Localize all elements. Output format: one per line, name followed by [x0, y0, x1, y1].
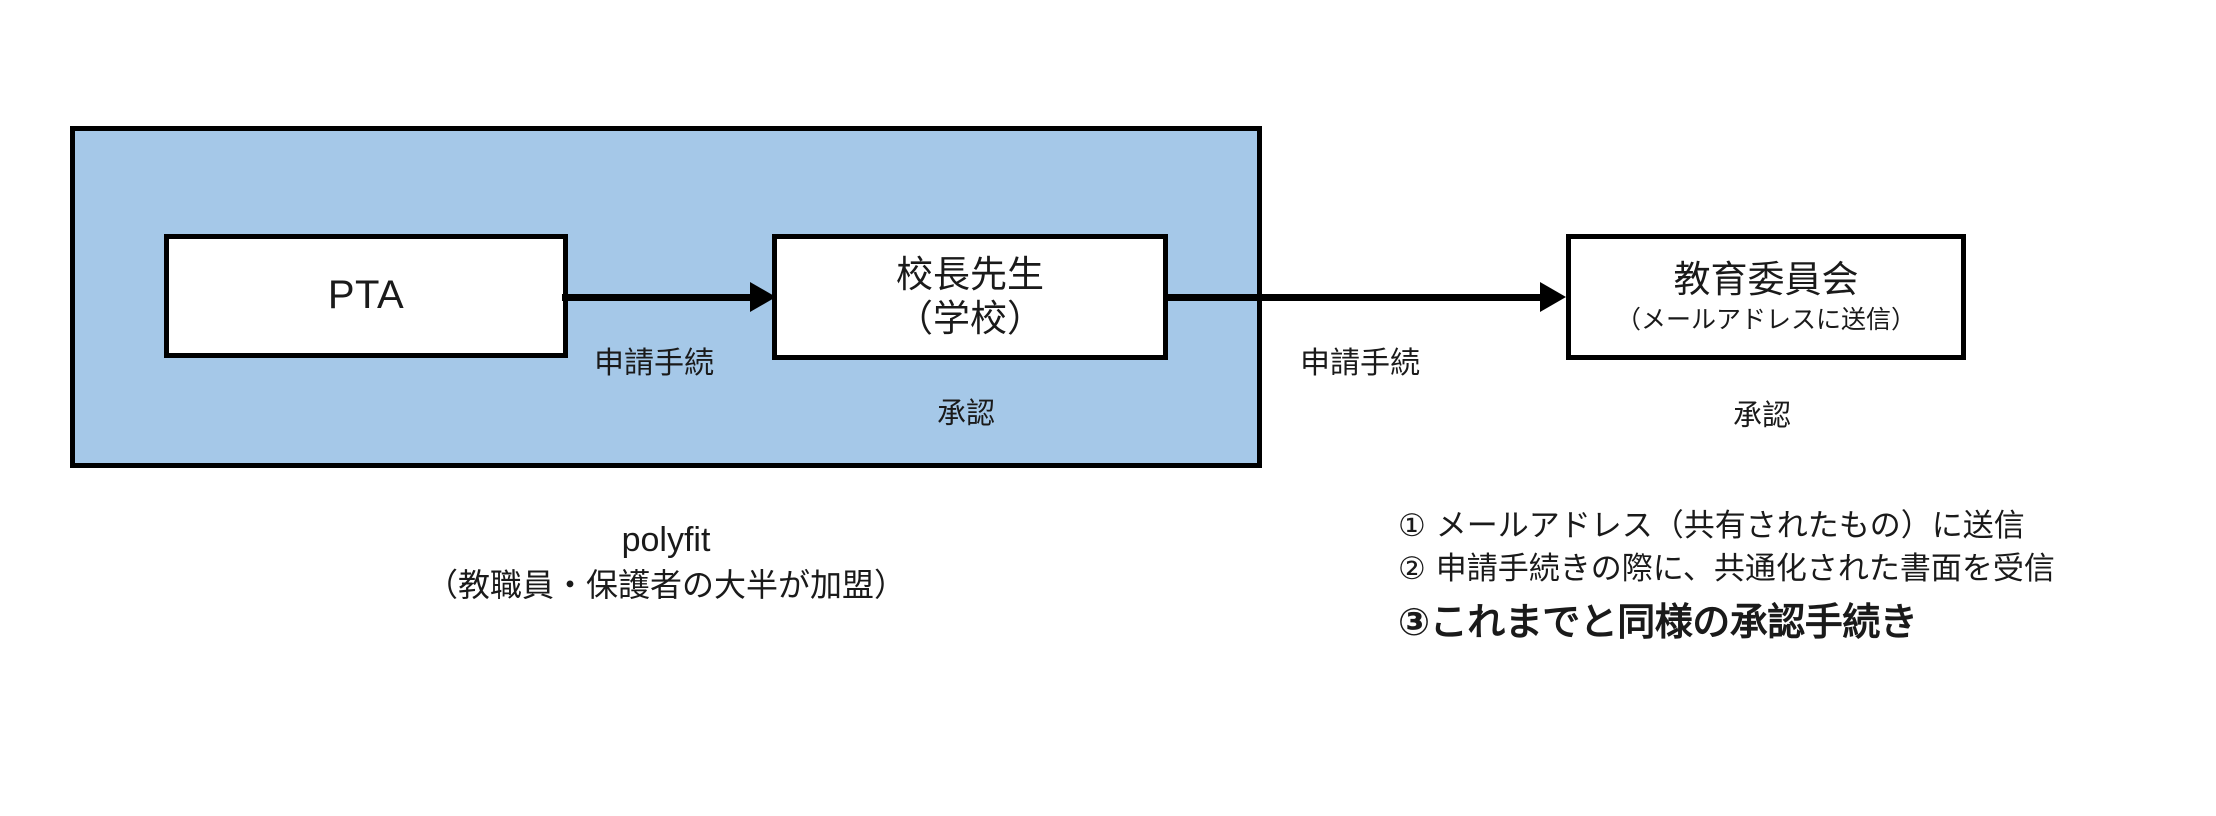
note-item-2: ② 申請手続きの際に、共通化された書面を受信 [1398, 548, 2198, 591]
group-caption-name: polyfit [621, 521, 711, 559]
note-item-3-marker: ③ [1398, 601, 1430, 644]
edge-label-pta-to-principal: 申請手続 [594, 347, 714, 380]
node-principal-title: 校長先生 [896, 253, 1044, 295]
approval-label-principal: 承認 [937, 398, 996, 430]
notes-list: ① メールアドレス（共有されたもの）に送信 ② 申請手続きの際に、共通化された書… [1398, 505, 2198, 648]
node-principal[interactable]: 校長先生 （学校） [772, 234, 1168, 360]
node-principal-subtitle: （学校） [896, 298, 1044, 339]
note-item-3-text: これまでと同様の承認手続き [1429, 601, 1918, 644]
arrow-principal-to-edu-head-icon [1540, 282, 1566, 312]
note-item-1-marker: ① [1398, 508, 1426, 543]
node-pta-title: PTA [327, 273, 405, 318]
note-item-2-marker: ② [1398, 550, 1426, 586]
node-pta[interactable]: PTA [164, 234, 568, 358]
note-item-1: ① メールアドレス（共有されたもの）に送信 [1398, 505, 2198, 548]
approval-label-education-board: 承認 [1733, 400, 1792, 432]
arrow-pta-to-principal-line [562, 294, 754, 301]
arrow-principal-to-edu-line [1166, 294, 1542, 301]
node-education-board-subtitle: （メールアドレスに送信） [1615, 305, 1916, 334]
note-item-1-text: メールアドレス（共有されたもの）に送信 [1435, 508, 2025, 543]
note-item-2-text: 申請手続きの際に、共通化された書面を受信 [1435, 550, 2055, 586]
arrow-pta-to-principal-head-icon [750, 282, 776, 312]
node-education-board[interactable]: 教育委員会 （メールアドレスに送信） [1566, 234, 1966, 360]
note-item-3: ③ これまでと同様の承認手続き [1398, 599, 2198, 648]
node-education-board-title: 教育委員会 [1673, 259, 1859, 301]
group-caption: polyfit （教職員・保護者の大半が加盟） [70, 518, 1262, 607]
edge-label-principal-to-edu: 申請手続 [1300, 347, 1420, 380]
group-caption-note: （教職員・保護者の大半が加盟） [425, 566, 906, 603]
